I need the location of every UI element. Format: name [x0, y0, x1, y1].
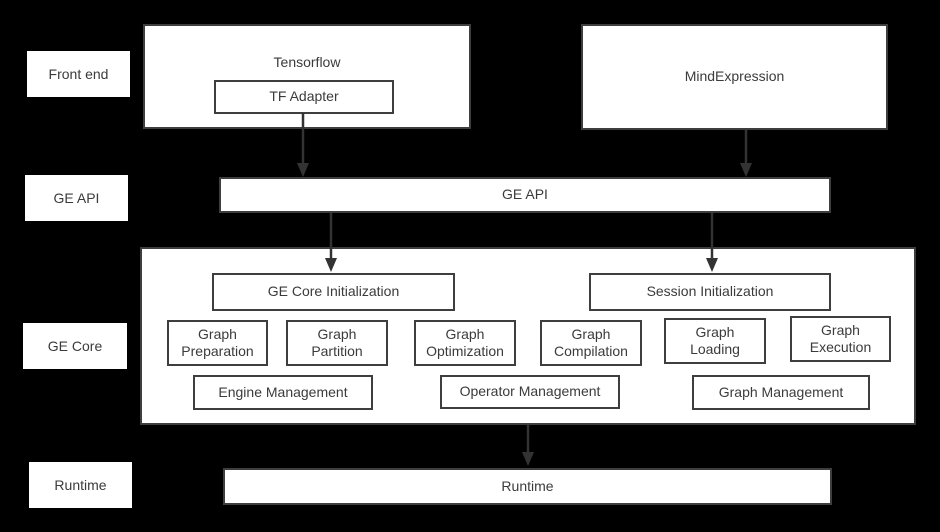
- operator-management-box: Operator Management: [440, 375, 620, 409]
- tensorflow-box: Tensorflow TF Adapter: [143, 24, 471, 129]
- runtime-bar: Runtime: [223, 468, 832, 505]
- ge-core-initialization-box: GE Core Initialization: [212, 273, 455, 311]
- graph-partition-box: Graph Partition: [286, 320, 388, 366]
- arrow-ge-core-to-runtime: [522, 425, 534, 466]
- tensorflow-label: Tensorflow: [273, 54, 341, 70]
- ge-api-bar: GE API: [219, 177, 831, 213]
- side-label-front-end: Front end: [27, 51, 130, 97]
- side-label-ge-core: GE Core: [23, 323, 127, 369]
- mindexpression-box: MindExpression: [581, 24, 888, 130]
- side-label-ge-api: GE API: [25, 175, 128, 221]
- tf-adapter-box: TF Adapter: [214, 80, 394, 114]
- graph-execution-box: Graph Execution: [790, 316, 891, 362]
- arrow-mindexpression-to-ge-api: [740, 130, 752, 177]
- graph-loading-box: Graph Loading: [664, 318, 766, 364]
- graph-preparation-box: Graph Preparation: [167, 320, 268, 366]
- graph-management-box: Graph Management: [692, 375, 870, 410]
- graph-optimization-box: Graph Optimization: [414, 320, 516, 366]
- session-initialization-box: Session Initialization: [589, 273, 831, 311]
- side-label-runtime: Runtime: [29, 462, 132, 508]
- engine-management-box: Engine Management: [193, 375, 373, 410]
- graph-compilation-box: Graph Compilation: [540, 320, 642, 366]
